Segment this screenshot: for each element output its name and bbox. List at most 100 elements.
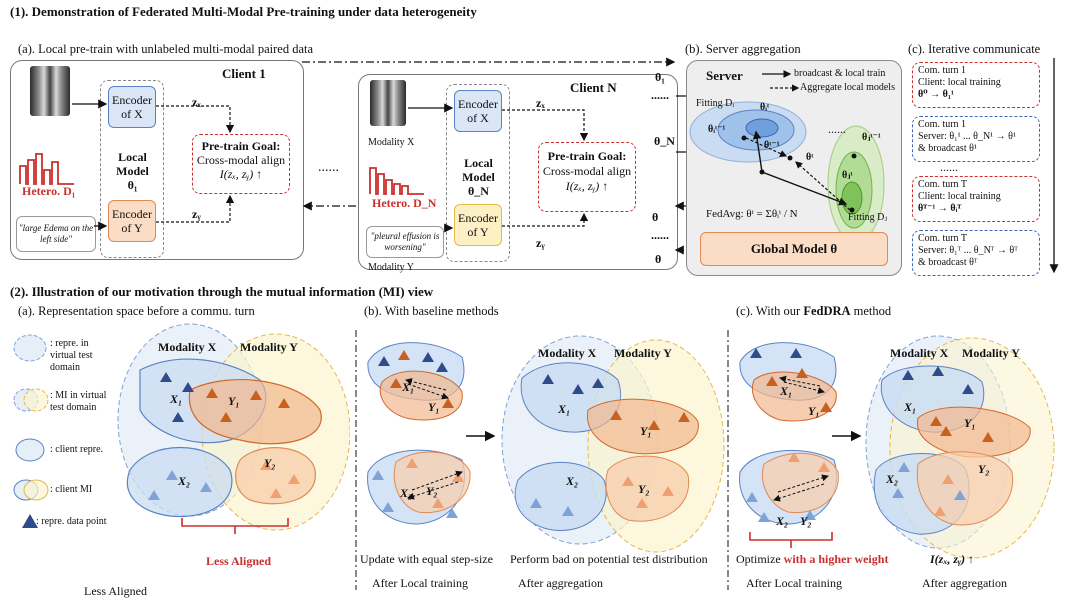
local-model-1-theta: θ₁ [127,178,138,192]
arrow-theta-broadcast: θ [655,252,662,266]
pretrain-goal-1: Pre-train Goal: Cross-modal align I(zₓ, … [192,134,290,194]
less-aligned-red: Less Aligned [206,554,272,568]
local-model-n-box [446,84,510,262]
encoder-x-1: Encoder of X [108,86,156,128]
turn-3-line3: θᵀ⁻¹ → θᵢᵀ [918,203,962,214]
turn-2-line3: & broadcast θ¹ [918,143,977,154]
panel-c-local-x1: X₁ [780,384,793,398]
panel-a-y2: Y₂ [264,456,276,470]
client-n-name: Client N [570,80,617,95]
server-ellipsis: ...... [828,122,846,136]
arrow-ellipsis-1: ...... [651,88,669,102]
pretrain-goal-n-title: Pre-train Goal: [547,149,627,163]
turn-1-line1: Com. turn 1 [918,65,967,76]
encoder-y-n-label: Encoder of Y [458,211,498,239]
panel-a-modality-x: Modality X [158,340,217,354]
panel-b-local-x1: X₁ [402,380,415,394]
legend-virtual-mi: : MI in virtual test domain [50,390,107,413]
panel-b-y1: Y₁ [640,424,652,438]
turn-1-line2: Client: local training [918,77,1001,88]
zy-n: zᵧ [536,236,545,250]
theta-j-t-label: θⱼᵗ [842,170,853,181]
panel-c-caption-agg: After aggregation [922,576,1007,590]
panel-c-modality-x: Modality X [890,346,949,360]
pretrain-goal-n-formula: I(zₓ, zᵧ) ↑ [565,179,609,193]
hetero-1-label: Hetero. D₁ [22,184,76,198]
turn-4-line1: Com. turn T [918,233,967,244]
part1-c-title: (c). Iterative communicate [908,42,1041,56]
pretrain-goal-1-text: Cross-modal align [196,153,286,167]
modality-x-n: Modality X [368,137,415,148]
local-model-1-box [100,80,164,258]
panel-b-caption-bad: Perform bad on potential test distributi… [510,552,708,566]
panel-c-x2: X₂ [886,472,899,486]
panel-c-y2: Y₂ [978,462,990,476]
panel-b-local-y1: Y₁ [428,400,440,414]
client-1-name: Client 1 [222,66,266,81]
part1-title: (1). Demonstration of Federated Multi-Mo… [10,4,477,19]
part2-c-method: FedDRA [803,304,851,318]
panel-c-local-x2: X₂ [776,514,789,528]
server-title: Server [706,68,743,83]
pretrain-goal-n-text: Cross-modal align [542,164,632,178]
turn-1-line3: θ⁰ → θ₁¹ [918,89,954,100]
turn-box-1: Com. turn 1 Client: local training θ⁰ → … [912,62,1040,108]
panel-b-caption-agg: After aggregation [518,576,603,590]
turn-4-line3: & broadcast θᵀ [918,257,978,268]
encoder-y-n: Encoder of Y [454,204,502,246]
turn-2-line2: Server: θ₁¹ ... θ_N¹ → θ¹ [918,131,1016,142]
panel-a-diagram [117,323,350,534]
local-model-n-theta: θ_N [468,184,489,198]
part2-b-title: (b). With baseline methods [364,304,499,318]
panel-c-caption-prefix: Optimize [736,552,784,566]
panel-c-local-y2: Y₂ [800,514,812,528]
panel-b-x2: X₂ [566,474,579,488]
part2-title: (2). Illustration of our motivation thro… [10,284,434,299]
theta-i-t1-label: θᵢᵗ⁻¹ [708,124,726,135]
part2-c-prefix: (c). With our [736,304,804,318]
encoder-y-1-label: Encoder of Y [112,207,152,235]
panel-c-local-diagram [739,342,839,525]
xray-image-n [370,80,406,126]
arrow-theta-down: θ [652,210,659,224]
panel-c-caption-red: with a higher weight [783,552,889,566]
part2-c-suffix: method [850,304,892,318]
panel-c-agg-diagram [865,335,1055,559]
panel-b-modality-x: Modality X [538,346,597,360]
fitting-di-label: Fitting Dᵢ [696,98,735,109]
server-legend-aggregate: Aggregate local models [800,82,895,93]
part1-a-title: (a). Local pre-train with unlabeled mult… [18,42,314,56]
panel-b-local-diagram [367,342,471,525]
fitting-dj-label: Fitting Dⱼ [848,212,888,223]
part2-c-title: (c). With our FedDRA method [736,304,891,319]
zx-1: zₓ [192,95,201,109]
turn-ellipsis: ...... [940,160,958,174]
turn-box-4: Com. turn T Server: θ₁ᵀ ... θ_Nᵀ → θᵀ & … [912,230,1040,276]
legend-data-point: : repre. data point [36,516,107,527]
global-model-box: Global Model θ [700,232,888,266]
pretrain-goal-n: Pre-train Goal: Cross-modal align I(zₓ, … [538,142,636,212]
panel-a-x2: X₂ [178,474,191,488]
panel-a-y1: Y₁ [228,394,240,408]
local-model-n-text: Local Model [462,156,495,184]
encoder-x-1-label: Encoder of X [112,93,152,121]
panel-b-local-y2: Y₂ [426,484,438,498]
local-model-1-text: Local Model [116,150,149,178]
panel-c-caption-mi: I(zₓ, zᵧ) ↑ [930,552,975,566]
panel-c-local-y1: Y₁ [808,404,820,418]
text-note-n: "pleural effusion is worsening" [366,226,444,258]
theta-t-label: θᵗ [806,152,814,163]
turn-3-line2: Client: local training [918,191,1001,202]
part1-arrows [72,57,1059,274]
legend-virtual-repre: : repre. in virtual test domain [50,338,93,373]
turn-4-line2: Server: θ₁ᵀ ... θ_Nᵀ → θᵀ [918,245,1018,256]
turn-box-3: Com. turn T Client: local training θᵀ⁻¹ … [912,176,1040,222]
histogram-n-icon [369,167,424,195]
encoder-y-1: Encoder of Y [108,200,156,242]
panel-b-x1: X₁ [558,402,571,416]
clients-ellipsis: ...... [318,160,339,175]
histogram-1-icon [19,153,74,185]
panel-b-modality-y: Modality Y [614,346,672,360]
